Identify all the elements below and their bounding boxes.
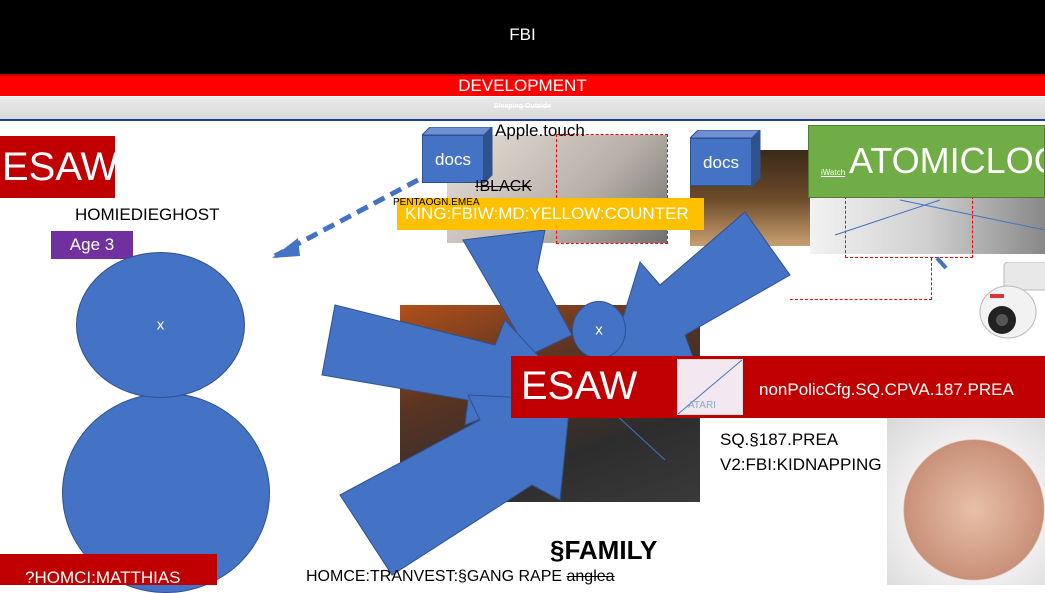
apple-touch-label: Apple.touch [495, 121, 585, 140]
thin-line-1 [834, 199, 941, 236]
svg-text:ATARI: ATARI [688, 400, 716, 411]
age-badge: Age 3 [51, 231, 133, 259]
kidnapping-label: V2:FBI:KIDNAPPING [720, 455, 882, 474]
sub-banner-label: Sleeping Outside [493, 103, 552, 110]
head-mark: x [156, 316, 165, 334]
docs-cube-2: docs [690, 138, 752, 186]
small-head-mark: x [595, 321, 603, 339]
bottom-center-struck: anglea [566, 568, 615, 585]
thin-line-2 [899, 199, 1045, 231]
small-head-circle: x [572, 301, 626, 359]
black-label: !BLACK [475, 178, 532, 195]
photo-baby [887, 418, 1045, 585]
arrow-from-bottom-left [339, 394, 571, 576]
short-connector [935, 256, 948, 270]
docs-cube-2-depth [690, 130, 761, 188]
person-name: HOMIEDIEGHOST [75, 205, 220, 224]
esaw-label-left: ESAW [0, 136, 118, 198]
logo-stamp: ATARI [677, 359, 743, 415]
family-label: §FAMILY [550, 535, 658, 565]
head-circle: x [76, 252, 245, 398]
page-title: FBI [509, 25, 536, 44]
arrow-from-top-right [609, 211, 791, 361]
esaw-label-right: ESAW [521, 364, 638, 408]
docs-cube-1: docs [422, 135, 484, 183]
development-label: DEVELOPMENT [458, 76, 587, 95]
atomic-box: iWatch ATOMICLOC [808, 125, 1045, 198]
pentagon-label: PENTAOGN.EMEA [393, 197, 480, 208]
bottom-center-label: HOMCE:TRANVEST:§GANG RAPE anglea [306, 568, 615, 586]
bottom-left-label: ?HOMCI:MATTHIAS [0, 554, 217, 587]
policy-label: nonPolicCfg.SQ.CPVA.187.PREA [759, 380, 1014, 399]
logo-cross: ATARI [677, 359, 743, 415]
dashed-arrow-head [272, 238, 300, 258]
esaw-banner-right: ESAW nonPolicCfg.SQ.CPVA.187.PREA [511, 356, 1045, 418]
dashed-frame-3 [790, 258, 932, 300]
sub-banner: Sleeping Outside [0, 97, 1045, 121]
title-bar: FBI [0, 0, 1045, 74]
dashed-arrow-line [273, 177, 420, 259]
security-camera-icon [979, 262, 1045, 339]
sq-label: SQ.§187.PREA [720, 430, 839, 449]
watch-label: iWatch [821, 168, 846, 177]
development-banner: DEVELOPMENT [0, 74, 1045, 96]
king-banner: KING:FBIW:MD:YELLOW:COUNTER [397, 198, 704, 230]
atomic-label: ATOMICLOC [849, 140, 1045, 181]
docs-cube-1-depth [422, 127, 493, 185]
bottom-center-text: HOMCE:TRANVEST:§GANG RAPE [306, 568, 567, 585]
dashed-frame [556, 134, 668, 244]
